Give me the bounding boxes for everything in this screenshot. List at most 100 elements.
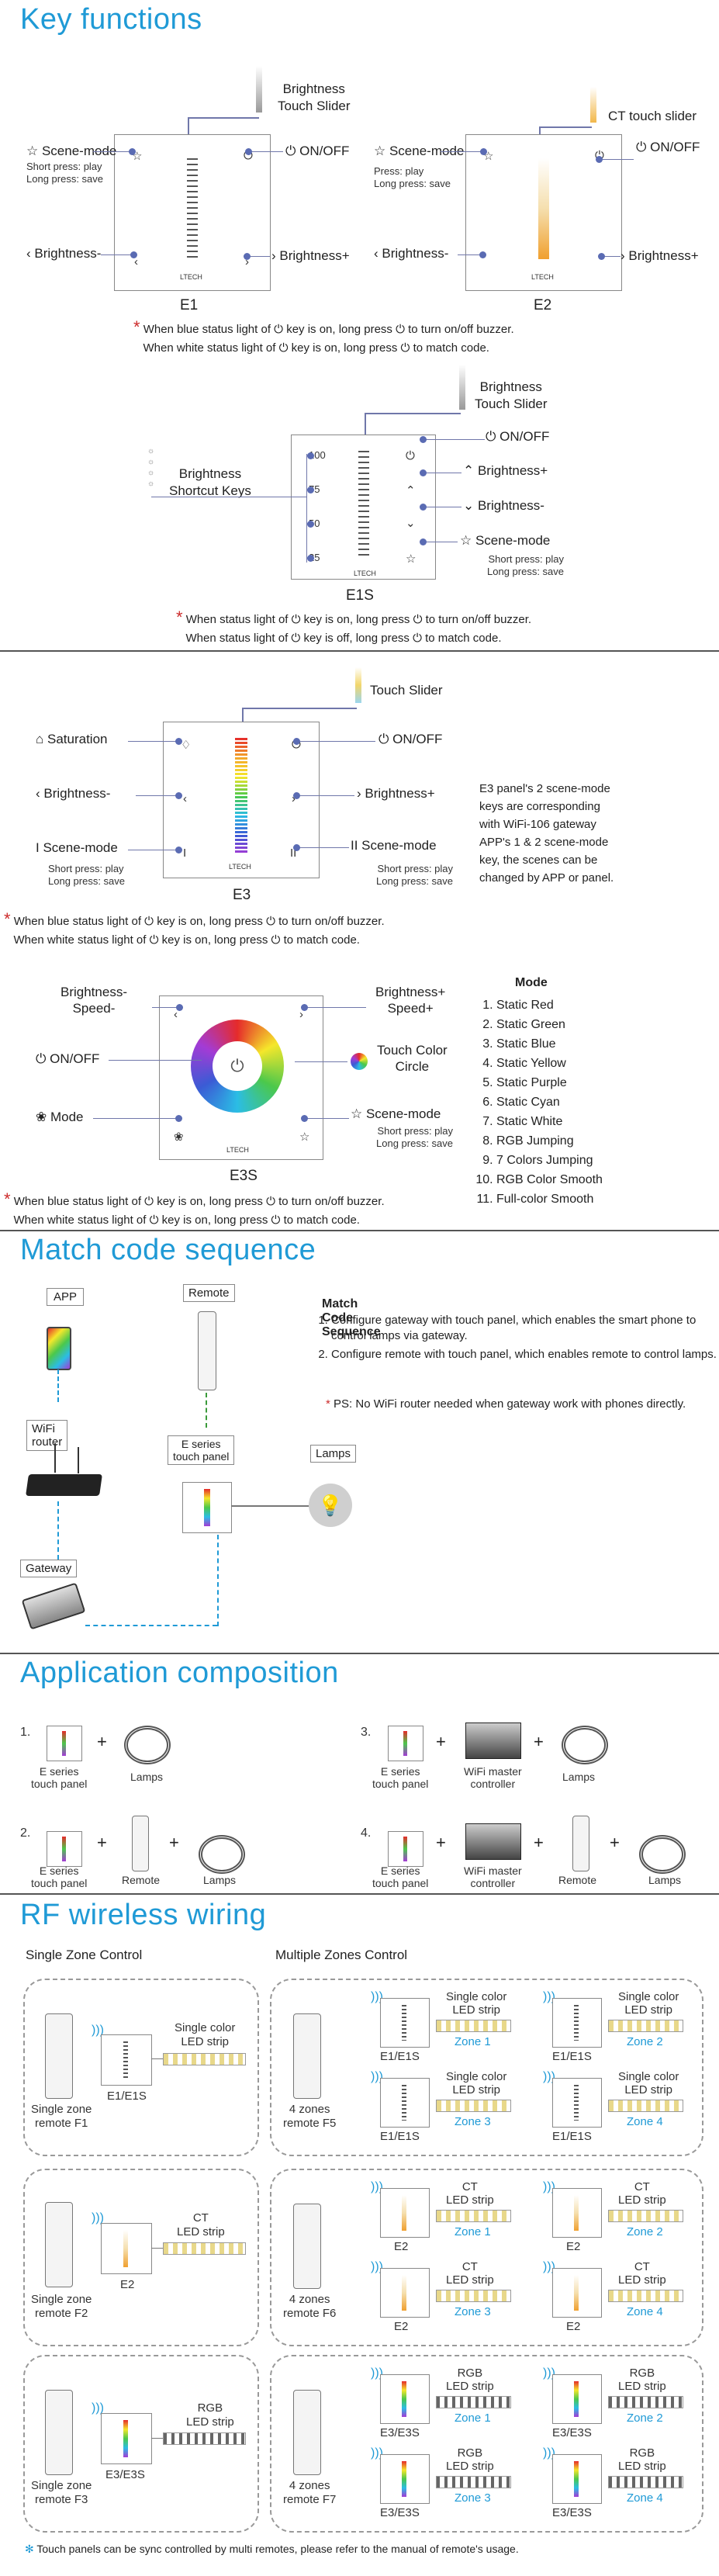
rf-panel-label: E3/E3S [105, 2468, 145, 2481]
section-title-match-code: Match code sequence [20, 1234, 316, 1266]
e1-slider[interactable] [187, 158, 198, 259]
panel-icon [552, 2078, 602, 2128]
divider [0, 1893, 719, 1895]
single-zone-box-2 [23, 2169, 259, 2346]
panel-icon [552, 1998, 602, 2048]
app-tag: APP [47, 1288, 85, 1306]
zone-label: Zone 4 [627, 2305, 663, 2318]
led-strip [436, 2210, 511, 2222]
zone-label: Zone 2 [627, 2412, 663, 2425]
e3-onoff-label[interactable]: ⏻ ON/OFF [379, 732, 443, 746]
divider [0, 650, 719, 652]
slider-gradient-indicator [256, 66, 262, 113]
mode-item: RGB Color Smooth [496, 1170, 603, 1189]
e3s-bright-speed-minus[interactable]: Brightness- Speed- [60, 985, 127, 1016]
e1-scene-note: Short press: play Long press: save [26, 161, 104, 185]
panel-slider [574, 2005, 579, 2041]
e1s-slider[interactable] [358, 451, 369, 559]
e1s-scene-label[interactable]: ☆ Scene-mode [460, 533, 551, 548]
e3s-color-wheel[interactable]: ⏻ [191, 1020, 284, 1113]
e1-brightness-minus[interactable]: ‹ Brightness- [26, 246, 102, 261]
mode-item: Static Purple [496, 1073, 603, 1092]
e1-brightness-plus[interactable]: › Brightness+ [271, 248, 350, 263]
single-zone-box-1 [23, 1979, 259, 2156]
app-item-label: Lamps [203, 1874, 237, 1886]
rf-multi-panel-label: E1/E1S [552, 2050, 592, 2063]
rf-multi-strip-label: Single color LED strip [446, 1990, 507, 2017]
e3-rgb-slider[interactable] [235, 738, 247, 854]
panel-icon [388, 1831, 423, 1867]
e2-onoff-label[interactable]: ⏻ ON/OFF [636, 140, 700, 154]
e2-brightness-minus[interactable]: ‹ Brightness- [374, 246, 449, 261]
wifi-icon: ))) [92, 2024, 104, 2037]
e3s-mode-label[interactable]: ❀ Mode [36, 1110, 84, 1124]
e2-scene-label[interactable]: ☆ Scene-mode [374, 144, 465, 158]
e1s-brightness-minus[interactable]: ⌄ Brightness- [463, 498, 544, 513]
multi-zone-heading: Multiple Zones Control [275, 1948, 408, 1962]
chevron-left-icon: ‹ [174, 1008, 178, 1021]
zone-label: Zone 1 [455, 2412, 491, 2425]
e3-scene-note-right: Short press: play Long press: save [376, 863, 454, 887]
e3-brightness-plus[interactable]: › Brightness+ [357, 786, 435, 801]
match-step: Configure remote with touch panel, which… [331, 1347, 719, 1362]
panel-icon [380, 2374, 430, 2424]
e3s-note: * When blue status light of ⏻ key is on,… [4, 1189, 385, 1227]
remote-icon [45, 2013, 73, 2099]
e3-scene-left[interactable]: I Scene-mode [36, 840, 118, 855]
asterisk-icon: * [133, 317, 140, 337]
e3s-onoff-label[interactable]: ⏻ ON/OFF [36, 1051, 100, 1066]
rf-multi-strip-label: CT LED strip [446, 2260, 494, 2287]
app-item-label: E series touch panel [372, 1765, 429, 1790]
e2-ct-slider[interactable] [538, 158, 549, 259]
e1-onoff-label[interactable]: ⏻ ON/OFF [285, 144, 350, 158]
e1-panel: LTECH ☆ ⏻ ‹ › [114, 134, 271, 291]
e1s-title: E1S [346, 587, 374, 604]
chevron-right-icon: › [299, 1008, 303, 1021]
divider [0, 1230, 719, 1231]
e3-scene-right[interactable]: II Scene-mode [351, 838, 437, 853]
e1-scene-label[interactable]: ☆ Scene-mode [26, 144, 117, 158]
led-strip [608, 2290, 683, 2302]
mode-item: Static Cyan [496, 1092, 603, 1112]
rf-multi-panel-label: E3/E3S [552, 2506, 592, 2519]
zone-label: Zone 3 [455, 2305, 491, 2318]
section-title-rf: RF wireless wiring [20, 1899, 267, 1931]
e1s-scene-note: Short press: play Long press: save [487, 553, 565, 577]
app-item-number: 4. [361, 1826, 372, 1840]
e3s-scene-label[interactable]: ☆ Scene-mode [351, 1106, 441, 1121]
shortcut-icons: ☼☼☼☼ [147, 447, 155, 488]
panel-icon [101, 2223, 152, 2274]
zone-label: Zone 2 [627, 2035, 663, 2048]
panel-icon [380, 2454, 430, 2504]
panel-slider [402, 2195, 406, 2231]
e1s-onoff-label[interactable]: ⏻ ON/OFF [486, 429, 550, 444]
mode-item: Static Blue [496, 1034, 603, 1054]
panel-slider [402, 2275, 406, 2311]
rf-multi-panel-label: E2 [394, 2320, 409, 2333]
power-icon[interactable]: ⏻ [213, 1041, 262, 1091]
panel-icon [380, 1998, 430, 2048]
mode-item: 7 Colors Jumping [496, 1151, 603, 1170]
chevron-left-icon: ‹ [134, 255, 138, 268]
remote-icon [572, 1816, 589, 1871]
e3-saturation-label[interactable]: ⌂ Saturation [36, 732, 108, 746]
e1e2-note: * When blue status light of ⏻ key is on,… [133, 317, 514, 355]
e1s-slider-label: Brightness Touch Slider [475, 379, 548, 411]
wifi-icon: ))) [543, 2446, 555, 2460]
rf-strip-label: RGB LED strip [186, 2401, 234, 2429]
section-title-application: Application composition [20, 1657, 339, 1689]
zone-label: Zone 2 [627, 2225, 663, 2238]
e3s-bright-speed-plus[interactable]: Brightness+ Speed+ [375, 985, 446, 1016]
rf-multi-panel-label: E2 [566, 2320, 581, 2333]
chevron-up-icon: ⌃ [406, 484, 416, 497]
wifi-icon: ))) [92, 2401, 104, 2415]
router-icon [26, 1474, 102, 1496]
rf-multi-panel-label: E2 [566, 2240, 581, 2253]
wifi-icon: ))) [92, 2211, 104, 2225]
e2-brightness-plus[interactable]: › Brightness+ [620, 248, 699, 263]
e1s-brightness-plus[interactable]: ⌃ Brightness+ [463, 463, 548, 478]
app-item-label: Lamps [648, 1874, 682, 1886]
e3-brightness-minus[interactable]: ‹ Brightness- [36, 786, 111, 801]
rf-multi-strip-label: RGB LED strip [446, 2446, 494, 2473]
e3-side-text: E3 panel's 2 scene-mode keys are corresp… [479, 782, 614, 885]
